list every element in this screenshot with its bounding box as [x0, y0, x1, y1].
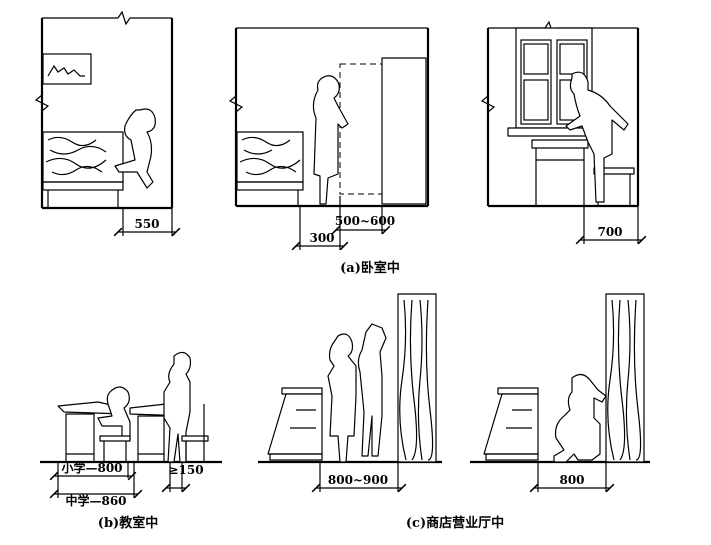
shop-low-shelf-panel: 800	[470, 293, 650, 493]
shop-assistant-standing	[327, 333, 357, 463]
desk-2-body	[137, 415, 165, 455]
caption-bedroom: (a)卧室中	[340, 260, 400, 276]
dim-aisle-min: ≥150	[168, 463, 203, 477]
desk-top	[531, 139, 589, 149]
chair-seat	[593, 167, 635, 175]
dim-bed-side: 550	[134, 217, 159, 231]
classroom-panel: 小学—800 中学—860 ≥150	[40, 351, 222, 508]
dim-window-desk: 700	[597, 225, 622, 239]
student-2-standing	[163, 351, 192, 463]
chair-2-seat	[181, 435, 209, 442]
bedroom-bedside-panel: 550	[34, 10, 181, 237]
wall-picture	[42, 53, 92, 85]
caption-classroom: (b)教室中	[98, 515, 158, 531]
dim-middle-school: 中学—860	[65, 493, 126, 508]
counter-body	[483, 393, 539, 455]
bed-mattress	[42, 131, 124, 183]
bedroom-wardrobe-panel: 500~600 300	[228, 27, 430, 251]
dim-wardrobe-depth: 500~600	[335, 214, 395, 228]
bedroom-window-desk-panel: 700	[480, 20, 647, 245]
dim-wardrobe-front: 300	[309, 231, 334, 245]
caption-shop: (c)商店营业厅中	[406, 515, 504, 531]
person-kneeling	[553, 373, 607, 463]
break-mark	[117, 10, 131, 26]
customer-reaching-shelf	[357, 323, 387, 457]
person-sitting-on-bed	[114, 108, 156, 189]
wardrobe-body	[381, 57, 427, 205]
counter-body	[267, 393, 323, 455]
bed-base	[42, 181, 124, 191]
dim-shop-counter: 800~900	[328, 473, 388, 487]
wardrobe-door-swing	[339, 63, 383, 195]
desk-1-body	[65, 413, 95, 455]
chair-1-seat	[99, 435, 131, 442]
counter-top	[497, 387, 539, 395]
person-leaning-to-window	[565, 71, 629, 203]
dim-primary-school: 小学—800	[61, 460, 122, 475]
bed-mattress	[236, 131, 304, 183]
dim-shop-low: 800	[559, 473, 584, 487]
person-at-wardrobe	[312, 75, 349, 205]
student-1-seated	[97, 386, 131, 441]
counter-top	[281, 387, 323, 395]
shop-counter-panel: 800~900	[258, 293, 442, 493]
